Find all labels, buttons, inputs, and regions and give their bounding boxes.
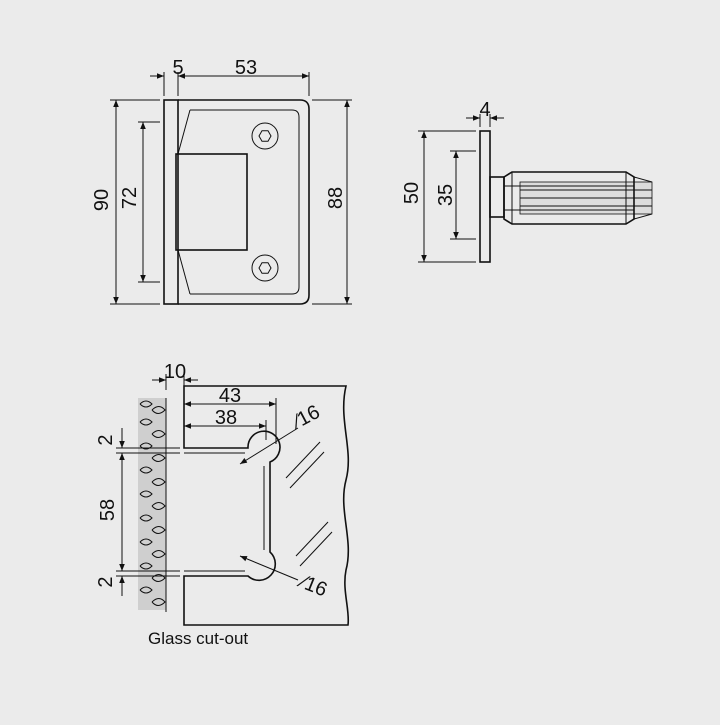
dim-wall-gap: 10	[164, 361, 186, 383]
dim-outer-depth: 43	[219, 385, 241, 407]
dim-top-margin: 2	[95, 434, 117, 445]
glass-cutout-caption: Glass cut-out	[148, 629, 248, 648]
dim-bottom-hole-diameter: ∕16	[294, 570, 331, 602]
dim-inner-depth: 38	[215, 407, 237, 429]
dim-side-outer-height: 50	[401, 182, 423, 204]
dim-side-plate-thickness: 4	[479, 99, 490, 121]
side-hinge-stem	[489, 176, 505, 218]
screw-icon	[251, 254, 279, 282]
dim-front-plate-thickness: 5	[172, 57, 183, 79]
front-hinge-body	[178, 99, 310, 305]
front-wall-plate	[163, 99, 179, 305]
front-hinge-knuckle	[175, 153, 248, 251]
dim-front-inner-height: 72	[119, 187, 141, 209]
front-hinge-inner-frame	[190, 109, 300, 295]
side-view: 4 50 35	[401, 99, 653, 263]
dim-front-body-height: 88	[325, 187, 347, 209]
dim-front-body-width: 53	[235, 57, 257, 79]
dim-top-hole-diameter: ∕16	[286, 401, 323, 435]
side-wall-plate	[479, 130, 491, 263]
dim-side-inner-height: 35	[435, 184, 457, 206]
front-view: 5 53 90 72 88	[91, 57, 352, 305]
dim-front-plate-height: 90	[91, 189, 113, 211]
dim-bottom-margin: 2	[95, 576, 117, 587]
screw-icon	[251, 122, 279, 150]
glass-panel-outline	[183, 385, 350, 626]
dim-cutout-height: 58	[97, 499, 119, 521]
glass-cutout-view: 10 43 38 ∕16 ∕16 2 58 2 Glass cut-out	[95, 361, 350, 648]
